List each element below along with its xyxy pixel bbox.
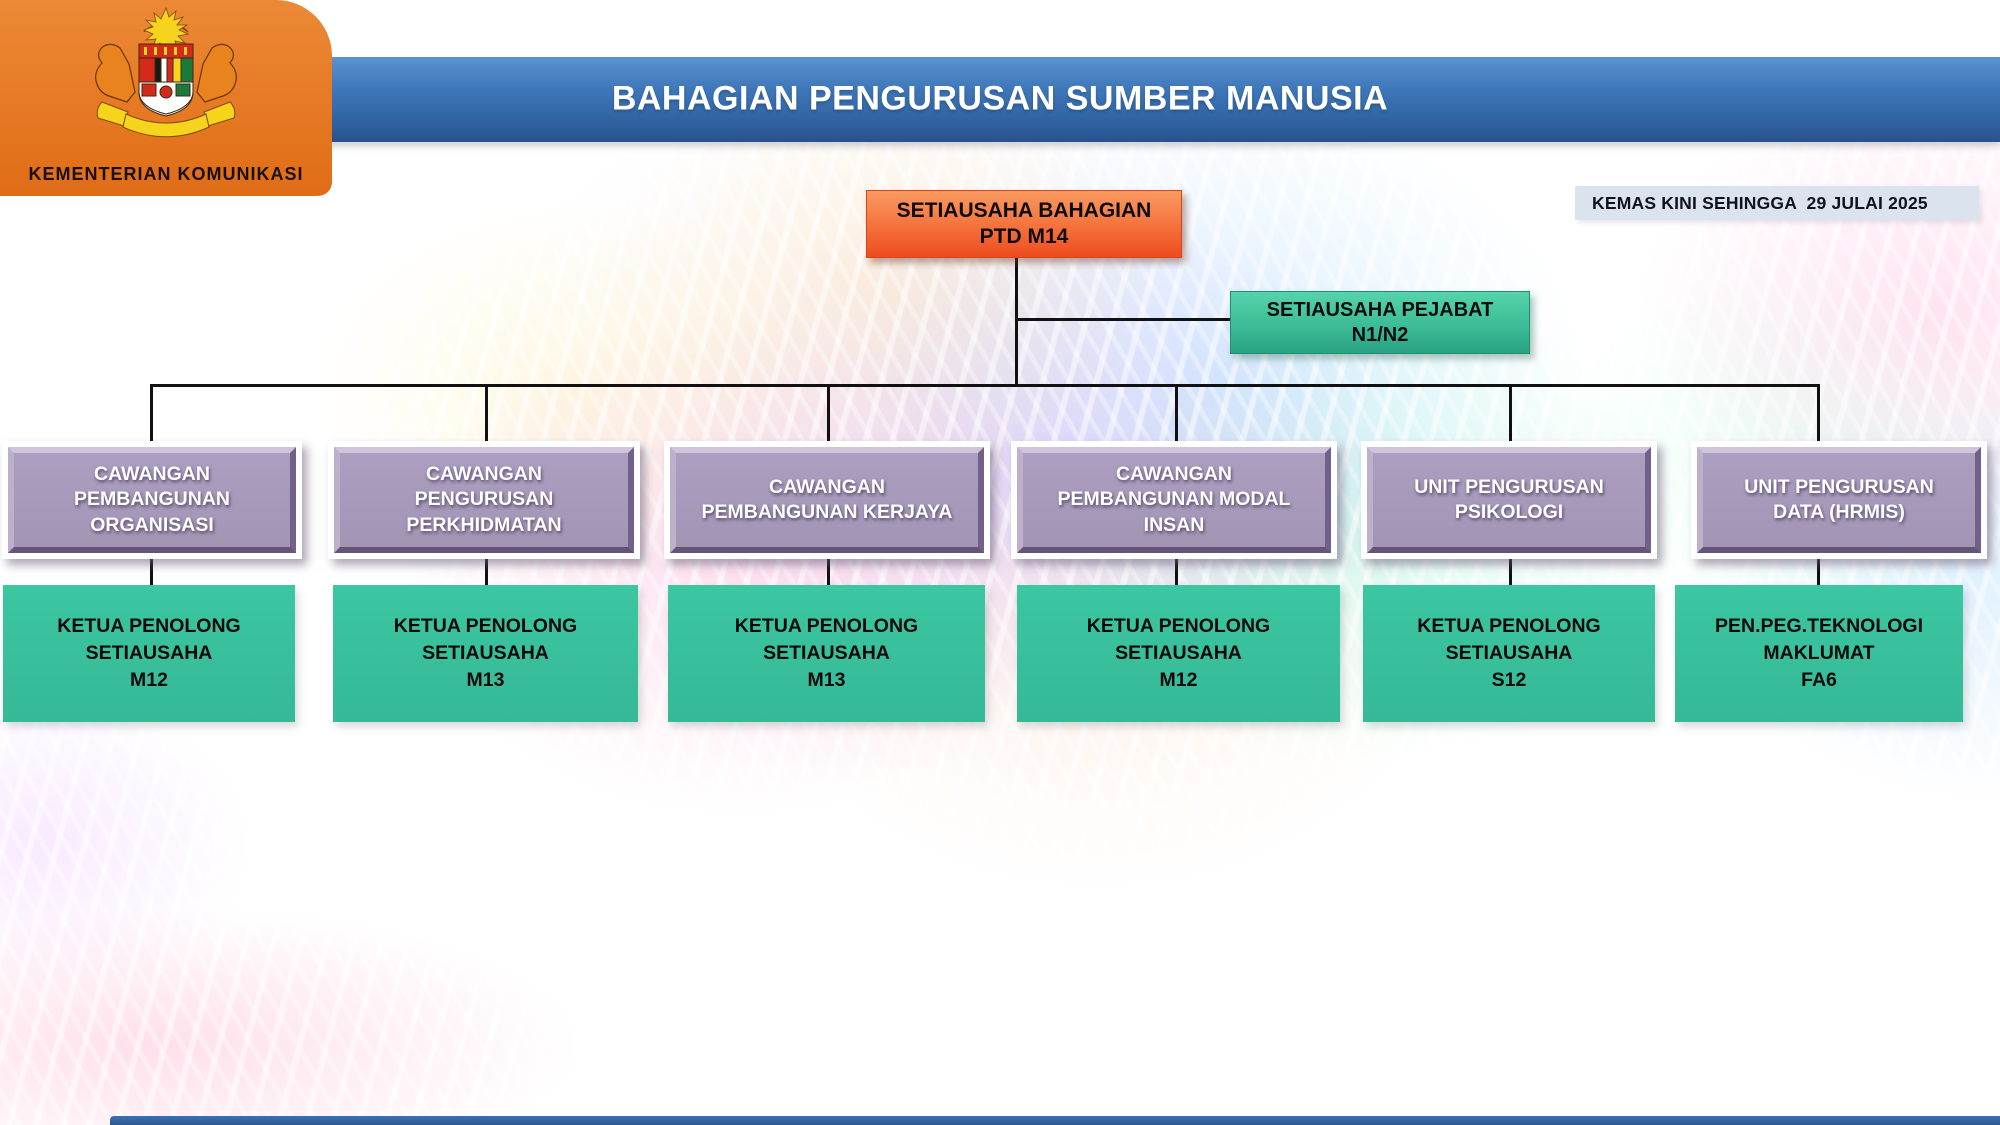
node-branch-2-label: CAWANGAN PENGURUSAN PERKHIDMATAN: [406, 462, 562, 536]
connector-drop-2: [485, 384, 488, 447]
last-updated-text: KEMAS KINI SEHINGGA 29 JULAI 2025: [1592, 192, 1928, 213]
node-branch-1-label: CAWANGAN PEMBANGUNAN ORGANISASI: [74, 462, 230, 536]
node-branch-1: CAWANGAN PEMBANGUNAN ORGANISASI: [2, 441, 302, 559]
node-branch-4-label: CAWANGAN PEMBANGUNAN MODAL INSAN: [1057, 462, 1291, 536]
node-branch-3-label: CAWANGAN PEMBANGUNAN KERJAYA: [701, 475, 953, 523]
connector-head-drop-6: [1817, 550, 1820, 590]
node-head-1: KETUA PENOLONG SETIAUSAHA M12: [3, 585, 295, 722]
node-setiausaha-pejabat: SETIAUSAHA PEJABAT N1/N2: [1230, 291, 1530, 354]
node-head-5-label: KETUA PENOLONG SETIAUSAHA S12: [1417, 614, 1601, 692]
connector-head-drop-3: [827, 550, 830, 590]
node-head-3-label: KETUA PENOLONG SETIAUSAHA M13: [734, 614, 919, 692]
connector-drop-6: [1817, 384, 1820, 447]
ministry-name: KEMENTERIAN KOMUNIKASI: [28, 164, 304, 184]
node-head-5: KETUA PENOLONG SETIAUSAHA S12: [1363, 585, 1655, 722]
connector-drop-5: [1509, 384, 1512, 447]
connector-root-vertical: [1015, 256, 1018, 386]
node-head-4-label: KETUA PENOLONG SETIAUSAHA M12: [1086, 614, 1271, 692]
node-head-6: PEN.PEG.TEKNOLOGI MAKLUMAT FA6: [1675, 585, 1963, 722]
node-head-6-label: PEN.PEG.TEKNOLOGI MAKLUMAT FA6: [1714, 614, 1924, 692]
node-branch-3: CAWANGAN PEMBANGUNAN KERJAYA: [664, 441, 990, 559]
node-head-1-label: KETUA PENOLONG SETIAUSAHA M12: [57, 614, 241, 692]
connector-head-drop-4: [1175, 550, 1178, 590]
node-head-2: KETUA PENOLONG SETIAUSAHA M13: [333, 585, 638, 722]
node-setiausaha-pejabat-label: SETIAUSAHA PEJABAT N1/N2: [1266, 298, 1494, 346]
node-setiausaha-bahagian: SETIAUSAHA BAHAGIAN PTD M14: [866, 190, 1182, 258]
connector-main-horizontal: [151, 384, 1820, 387]
node-head-4: KETUA PENOLONG SETIAUSAHA M12: [1017, 585, 1340, 722]
node-branch-2: CAWANGAN PENGURUSAN PERKHIDMATAN: [328, 441, 640, 559]
connector-drop-4: [1175, 384, 1178, 447]
connector-drop-3: [827, 384, 830, 447]
connector-head-drop-1: [150, 550, 153, 590]
malaysia-coat-of-arms-icon: [95, 6, 237, 138]
node-branch-5-label: UNIT PENGURUSAN PSIKOLOGI: [1414, 475, 1604, 523]
node-branch-5: UNIT PENGURUSAN PSIKOLOGI: [1361, 441, 1657, 559]
title-bar: BAHAGIAN PENGURUSAN SUMBER MANUSIA: [0, 57, 2000, 142]
connector-head-drop-2: [485, 550, 488, 590]
node-setiausaha-bahagian-label: SETIAUSAHA BAHAGIAN PTD M14: [896, 198, 1152, 248]
page-title: BAHAGIAN PENGURUSAN SUMBER MANUSIA: [611, 79, 1389, 118]
ministry-logo-panel: KEMENTERIAN KOMUNIKASI: [0, 0, 332, 196]
node-branch-6-label: UNIT PENGURUSAN DATA (HRMIS): [1744, 475, 1934, 523]
last-updated-badge: KEMAS KINI SEHINGGA 29 JULAI 2025: [1575, 186, 1979, 220]
connector-head-drop-5: [1509, 550, 1512, 590]
node-branch-4: CAWANGAN PEMBANGUNAN MODAL INSAN: [1011, 441, 1337, 559]
connector-drop-1: [150, 384, 153, 447]
node-branch-6: UNIT PENGURUSAN DATA (HRMIS): [1691, 441, 1987, 559]
node-head-2-label: KETUA PENOLONG SETIAUSAHA M13: [393, 614, 578, 692]
node-head-3: KETUA PENOLONG SETIAUSAHA M13: [668, 585, 985, 722]
footer-accent-bar: [110, 1116, 2000, 1125]
connector-secretary-branch: [1015, 318, 1232, 321]
